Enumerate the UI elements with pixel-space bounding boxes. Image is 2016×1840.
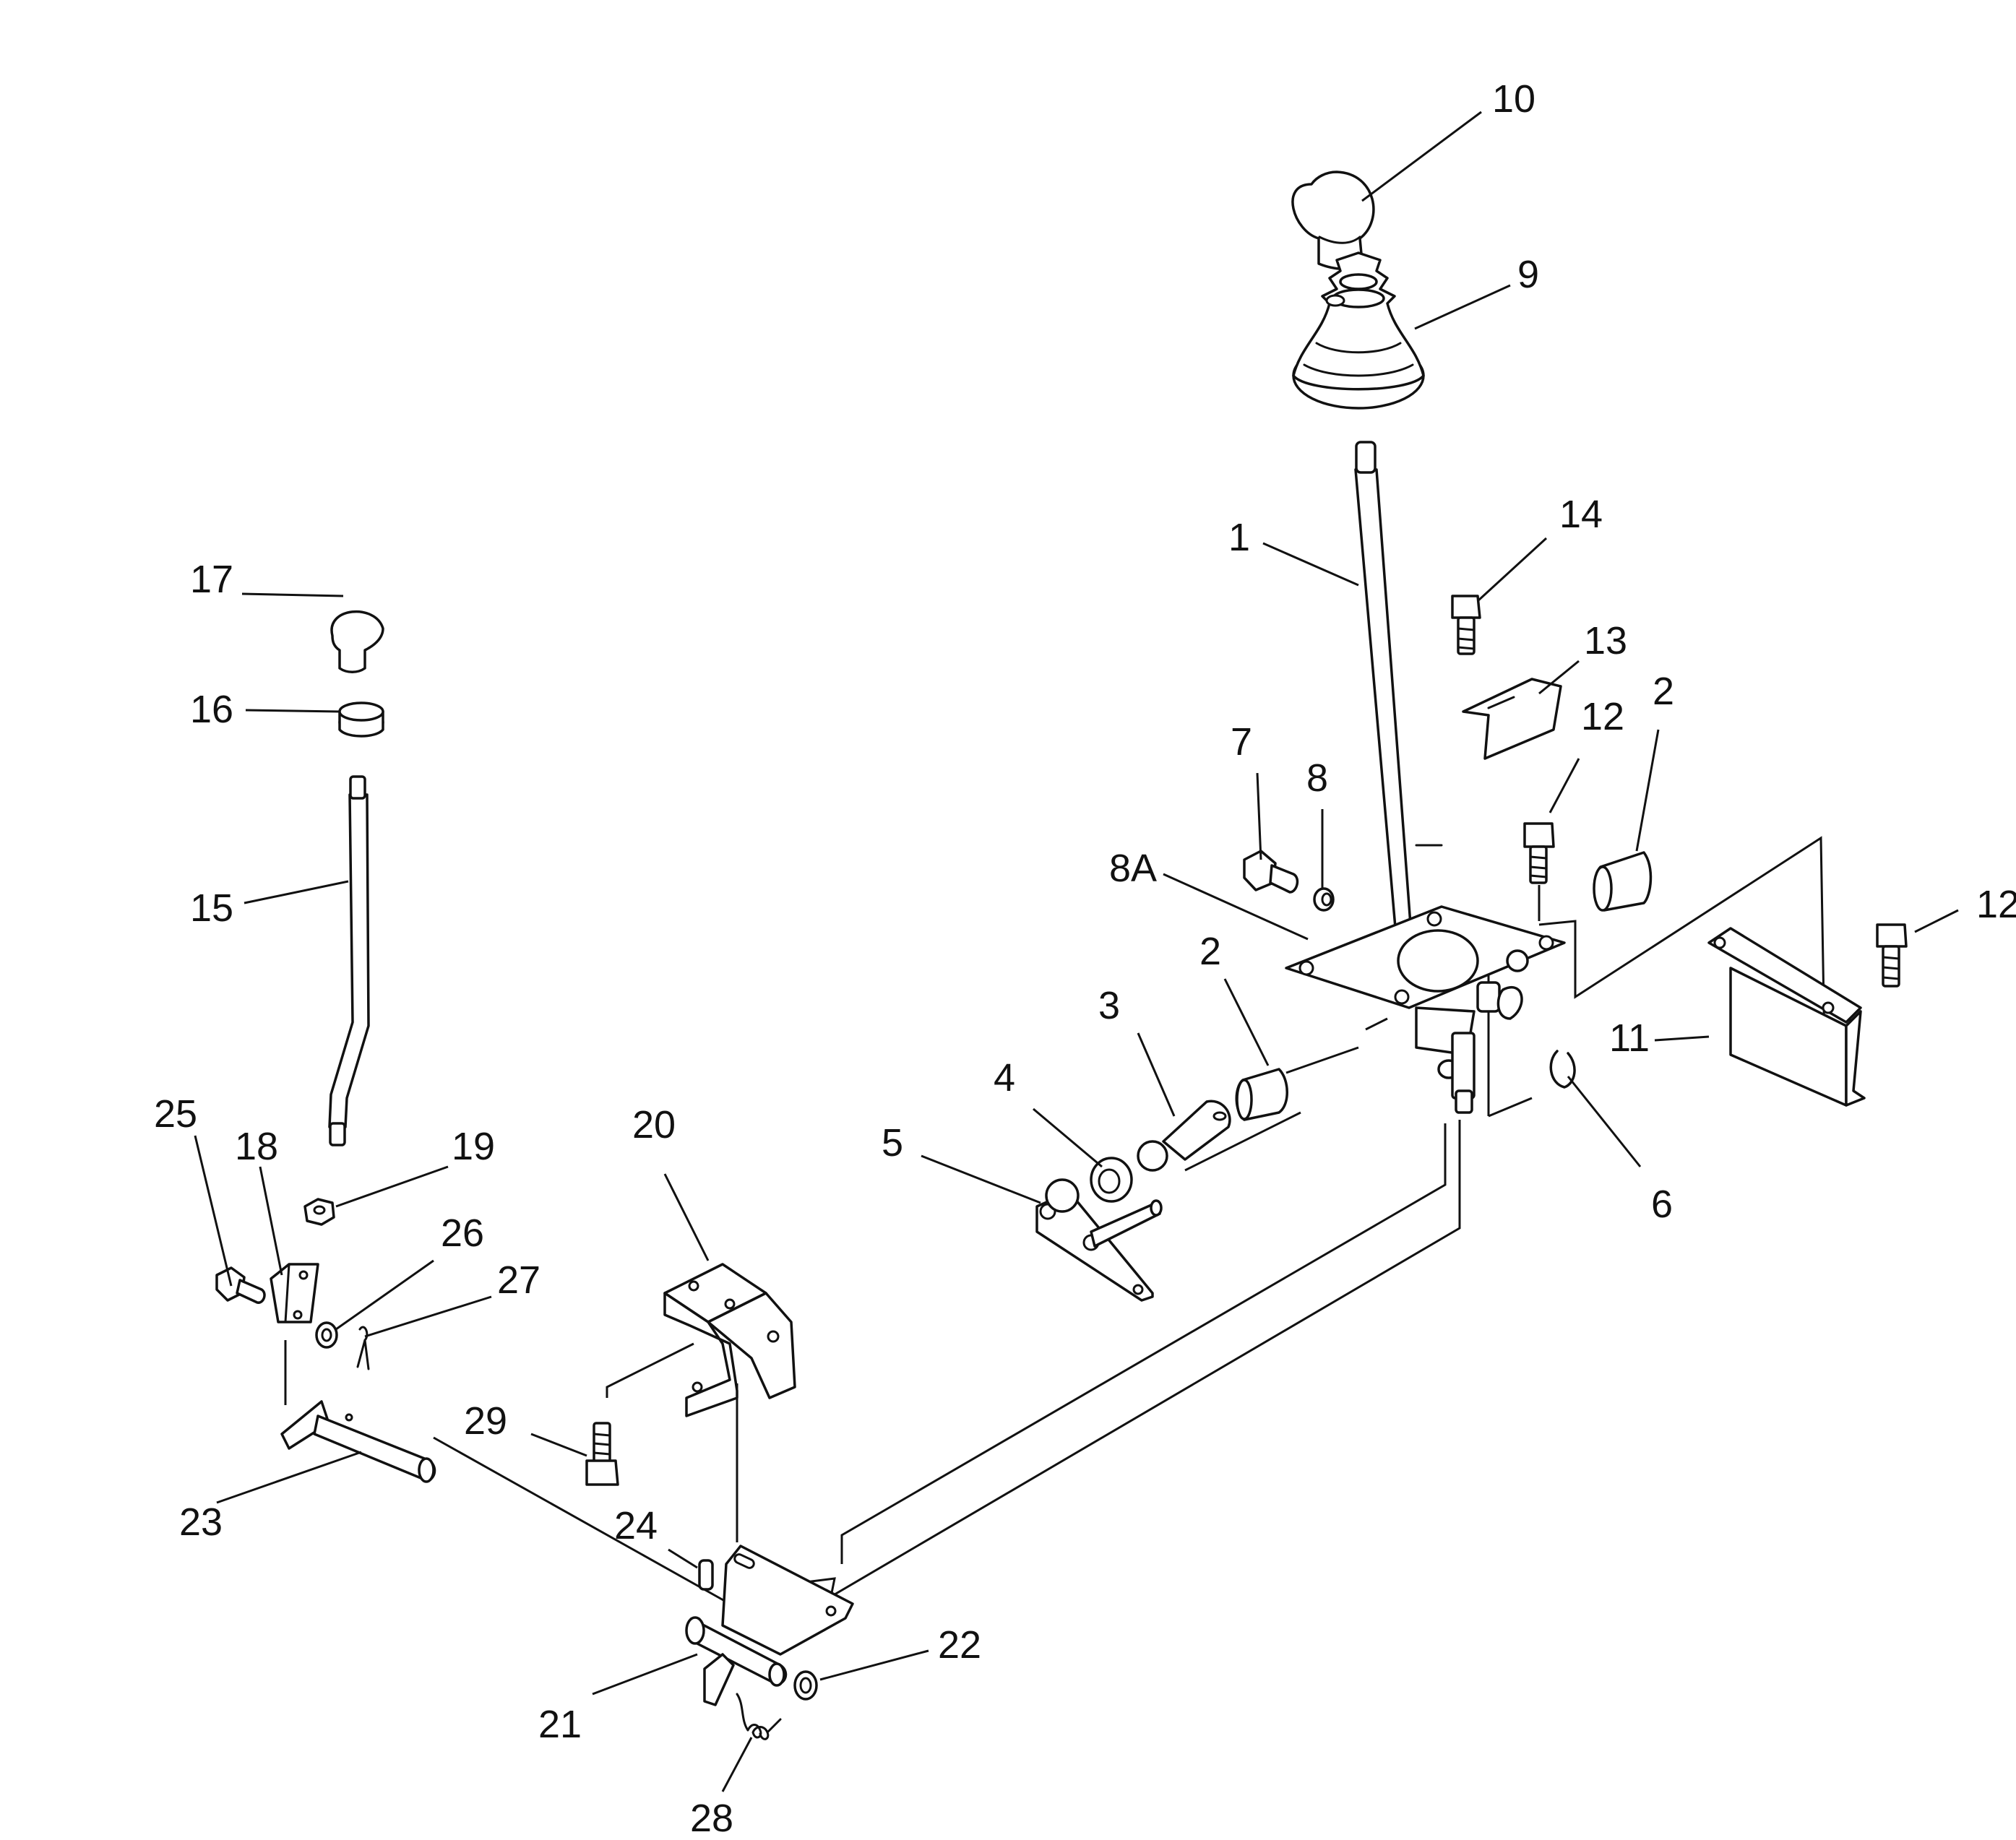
bolt-25	[215, 1266, 266, 1304]
shaft-23	[280, 1400, 436, 1483]
bolt-12-upper	[1523, 822, 1555, 884]
label-19: 19	[452, 1125, 495, 1168]
label-2-left: 2	[1199, 930, 1221, 973]
label-17: 17	[190, 558, 233, 601]
label-14: 14	[1559, 493, 1603, 536]
label-20: 20	[632, 1103, 676, 1146]
label-11: 11	[1609, 1016, 1650, 1060]
label-21: 21	[538, 1703, 582, 1746]
label-3: 3	[1098, 984, 1120, 1027]
label-9: 9	[1517, 253, 1539, 296]
ring-8	[1313, 887, 1335, 912]
label-5: 5	[882, 1121, 903, 1165]
assembly-lines	[284, 836, 1851, 1605]
ball-joint-3	[1137, 1100, 1231, 1172]
bushing-2-right	[1593, 851, 1653, 912]
bracket-20	[663, 1263, 796, 1417]
lever-rod-1	[1354, 441, 1465, 980]
label-12-upper: 12	[1581, 695, 1624, 738]
label-23: 23	[179, 1500, 223, 1544]
label-22: 22	[938, 1623, 981, 1667]
label-2-right: 2	[1653, 670, 1674, 713]
bolt-29	[585, 1422, 619, 1486]
label-29: 29	[464, 1399, 507, 1443]
shaft-21	[685, 1545, 854, 1706]
washer-26	[315, 1321, 338, 1349]
label-8: 8	[1306, 756, 1328, 800]
label-16: 16	[190, 688, 233, 731]
label-13: 13	[1584, 619, 1627, 662]
label-8a: 8A	[1109, 847, 1157, 890]
nut-16	[338, 701, 384, 738]
label-26: 26	[441, 1211, 484, 1255]
block-18	[270, 1263, 319, 1323]
cotter-pin-27	[356, 1326, 370, 1370]
callout-labels: 1 2 2 3 4 5 6 7 8 8A 9 10 11 12 12 13 14…	[154, 77, 2016, 1840]
lever-arm-5	[1035, 1178, 1163, 1302]
boot-9	[1292, 251, 1425, 410]
label-24: 24	[614, 1504, 658, 1547]
base-plate-8a	[1285, 905, 1566, 1114]
nut-19	[303, 1198, 335, 1226]
label-6: 6	[1651, 1183, 1673, 1226]
label-18: 18	[235, 1125, 278, 1168]
label-12-right: 12	[1976, 883, 2016, 926]
washer-22	[793, 1670, 818, 1701]
label-7: 7	[1231, 720, 1252, 764]
label-1: 1	[1228, 516, 1250, 559]
label-27: 27	[497, 1258, 540, 1302]
label-15: 15	[190, 886, 233, 930]
label-28: 28	[690, 1797, 733, 1840]
pin-24	[698, 1559, 714, 1591]
spring-28	[736, 1693, 782, 1740]
label-4: 4	[994, 1056, 1015, 1100]
lever-rod-15	[328, 775, 370, 1146]
bolt-14	[1451, 595, 1481, 655]
label-10: 10	[1492, 77, 1535, 121]
bolt-7	[1243, 850, 1299, 894]
leader-lines	[194, 111, 1959, 1792]
bushing-2-left	[1235, 1068, 1288, 1121]
label-25: 25	[154, 1092, 197, 1136]
clip-13	[1462, 678, 1562, 760]
bolt-12-right	[1876, 923, 1908, 988]
knob-17	[330, 610, 384, 673]
bracket-11	[1707, 927, 1866, 1107]
grommet-4	[1090, 1157, 1133, 1203]
